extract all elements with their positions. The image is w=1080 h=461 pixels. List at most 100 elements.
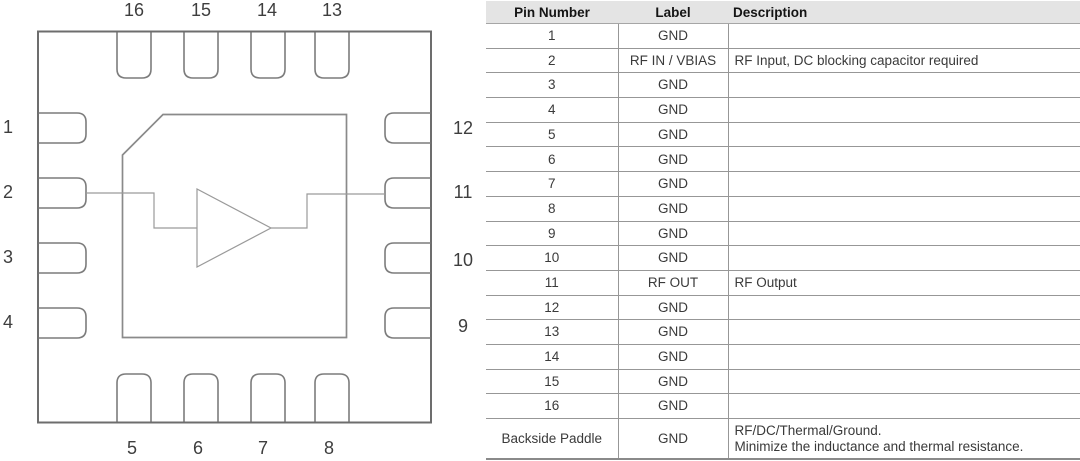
pin-14-label: 14 (256, 0, 278, 20)
pin-label-cell: RF OUT (618, 270, 729, 296)
column-header-description: Description (728, 1, 1080, 24)
pin-pad-15 (183, 32, 219, 79)
pin-pad-1 (38, 112, 87, 144)
pin-16-label: 16 (123, 0, 145, 20)
table-row: 16 GND (486, 393, 1080, 419)
pin-pad-12 (384, 112, 431, 144)
pin-pad-13 (314, 32, 350, 79)
pin-8-label: 8 (323, 438, 335, 458)
table-row: 12 GND (486, 295, 1080, 321)
pin-description-cell (728, 295, 1080, 321)
pin-number-cell: 5 (486, 122, 619, 148)
top-pin-pads (116, 32, 350, 79)
package-outline (37, 30, 432, 424)
table-row: 15 GND (486, 369, 1080, 395)
pin-label-cell: GND (618, 122, 729, 148)
pin-description-cell (728, 196, 1080, 222)
pin-description-cell (728, 97, 1080, 123)
pin-4-label: 4 (2, 312, 14, 332)
pin-description-cell (728, 23, 1080, 49)
table-row: 9 GND (486, 221, 1080, 247)
right-pin-pads (384, 112, 431, 339)
table-row: 11 RF OUT RF Output (486, 270, 1080, 296)
table-row: 4 GND (486, 97, 1080, 123)
pin-number-cell: 14 (486, 344, 619, 370)
pin-pad-5 (116, 373, 152, 422)
column-header-pin-number: Pin Number (486, 1, 618, 24)
pin-label-cell: GND (618, 393, 729, 419)
pin-number-cell: 6 (486, 146, 619, 173)
pin-pad-6 (183, 373, 219, 422)
table-row: 5 GND (486, 122, 1080, 148)
pin-pad-9 (384, 307, 431, 339)
pin-description-cell: RF/DC/Thermal/Ground. Minimize the induc… (728, 418, 1080, 460)
rf-output-trace (271, 193, 385, 229)
pin-description-cell (728, 319, 1080, 345)
pin-label-cell: GND (618, 196, 729, 222)
rf-input-trace (86, 192, 197, 229)
pin-number-cell: 11 (486, 270, 619, 296)
pin-number-cell: 4 (486, 97, 619, 123)
bottom-pin-pads (116, 373, 350, 422)
pin-2-label: 2 (2, 182, 14, 202)
left-pin-pads (38, 112, 87, 339)
pin-label-cell: RF IN / VBIAS (618, 48, 729, 74)
table-row: 13 GND (486, 319, 1080, 345)
table-row: 2 RF IN / VBIAS RF Input, DC blocking ca… (486, 48, 1080, 74)
pin-pad-8 (314, 373, 350, 422)
pin-label-cell: GND (618, 319, 729, 345)
pin-description-cell (728, 393, 1080, 419)
pin-number-cell: Backside Paddle (486, 418, 619, 460)
pin-label-cell: GND (618, 171, 729, 197)
pin-description-cell: RF Input, DC blocking capacitor required (728, 48, 1080, 74)
pin-13-label: 13 (321, 0, 343, 20)
pin-10-label: 10 (452, 250, 474, 270)
pin-6-label: 6 (192, 438, 204, 458)
pin-number-cell: 8 (486, 196, 619, 222)
pin-number-cell: 13 (486, 319, 619, 345)
pin-pad-4 (38, 307, 87, 339)
table-row: 7 GND (486, 171, 1080, 197)
pin-label-cell: GND (618, 418, 729, 460)
pin-label-cell: GND (618, 344, 729, 370)
pin-pad-14 (250, 32, 286, 79)
pin-description-table: Pin Number Label Description 1 GND 2 RF … (486, 1, 1080, 460)
table-row: 1 GND (486, 23, 1080, 49)
table-header-row: Pin Number Label Description (486, 1, 1080, 24)
pin-label-cell: GND (618, 369, 729, 395)
pin-label-cell: GND (618, 146, 729, 173)
pin-description-cell (728, 122, 1080, 148)
pin-description-cell (728, 221, 1080, 247)
pin-pad-16 (116, 32, 152, 79)
pin-label-cell: GND (618, 245, 729, 271)
pin-description-cell: RF Output (728, 270, 1080, 296)
pin-description-cell (728, 344, 1080, 370)
pin-description-cell (728, 245, 1080, 271)
pin-number-cell: 10 (486, 245, 619, 271)
amplifier-triangle-icon (196, 188, 273, 268)
pin-pad-3 (38, 242, 87, 274)
die-outline (121, 113, 348, 339)
pin-label-cell: GND (618, 97, 729, 123)
pin-pad-7 (250, 373, 286, 422)
pin-15-label: 15 (190, 0, 212, 20)
pin-number-cell: 7 (486, 171, 619, 197)
pin-description-cell (728, 146, 1080, 173)
pin-number-cell: 2 (486, 48, 619, 74)
pin-number-cell: 16 (486, 393, 619, 419)
pin-pad-11 (384, 177, 431, 209)
table-row: 14 GND (486, 344, 1080, 370)
table-row: 3 GND (486, 72, 1080, 99)
table-row: 6 GND (486, 146, 1080, 173)
column-header-label: Label (618, 1, 728, 24)
pin-11-label: 11 (453, 182, 473, 202)
pin-7-label: 7 (257, 438, 269, 458)
pin-1-label: 1 (2, 117, 14, 137)
package-drawing (37, 30, 432, 424)
pin-pad-10 (384, 242, 431, 274)
pin-number-cell: 12 (486, 295, 619, 321)
table-row: 10 GND (486, 245, 1080, 271)
pin-number-cell: 15 (486, 369, 619, 395)
pin-description-cell (728, 171, 1080, 197)
pin-9-label: 9 (457, 316, 469, 336)
